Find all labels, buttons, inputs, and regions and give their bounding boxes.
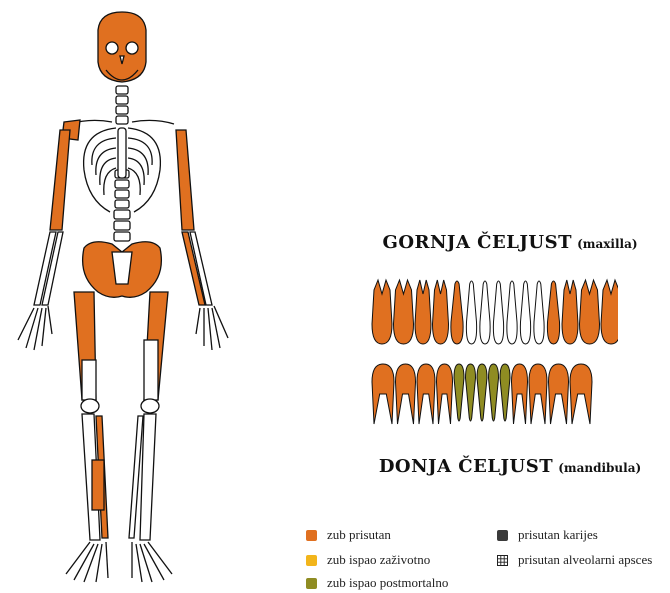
legend-label-present: zub prisutan bbox=[327, 527, 391, 543]
upper-tooth bbox=[507, 281, 517, 344]
lower-tooth bbox=[454, 364, 464, 421]
humerus-right bbox=[176, 130, 194, 230]
lower-tooth bbox=[437, 364, 453, 424]
lower-tooth bbox=[500, 364, 510, 421]
upper-tooth bbox=[415, 280, 431, 344]
legend-item-caries: prisutan karijes bbox=[497, 527, 598, 543]
upper-tooth bbox=[562, 280, 578, 344]
upper-jaw-title-text: GORNJA ČELJUST bbox=[382, 232, 572, 253]
lower-tooth bbox=[477, 364, 487, 421]
lower-teeth-chart bbox=[368, 360, 618, 430]
abscess-grid-icon bbox=[497, 555, 508, 566]
legend-swatch-caries bbox=[497, 530, 508, 541]
sacrum bbox=[112, 252, 132, 284]
upper-tooth bbox=[394, 280, 414, 344]
humerus-left bbox=[50, 130, 70, 230]
lower-tooth bbox=[549, 364, 569, 424]
lower-tooth bbox=[396, 364, 416, 424]
patella-right bbox=[141, 399, 159, 413]
lower-tooth bbox=[417, 364, 435, 424]
upper-tooth bbox=[372, 280, 392, 344]
lower-tooth bbox=[570, 364, 592, 424]
legend-item-lost-antemortem: zub ispao zaživotno bbox=[306, 552, 430, 568]
lower-jaw-latin: (mandibula) bbox=[558, 461, 641, 475]
upper-tooth bbox=[534, 281, 544, 344]
upper-tooth bbox=[601, 280, 618, 344]
legend-item-lost-postmortem: zub ispao postmortalno bbox=[306, 575, 448, 591]
legend-label-abscess: prisutan alveolarni apsces bbox=[518, 552, 652, 568]
foot-left bbox=[66, 542, 108, 582]
lower-tooth bbox=[529, 364, 547, 424]
upper-tooth bbox=[547, 281, 559, 344]
legend-swatch-lost-antemortem bbox=[306, 555, 317, 566]
upper-tooth bbox=[520, 281, 530, 344]
upper-tooth bbox=[466, 281, 476, 344]
lower-tooth bbox=[372, 364, 394, 424]
legend-item-abscess: prisutan alveolarni apsces bbox=[497, 552, 652, 568]
foot-right bbox=[132, 542, 172, 582]
eye-socket-right bbox=[126, 42, 138, 54]
hand-left bbox=[18, 306, 52, 350]
legend-item-present: zub prisutan bbox=[306, 527, 391, 543]
upper-tooth bbox=[580, 280, 600, 344]
legend-label-lost-antemortem: zub ispao zaživotno bbox=[327, 552, 430, 568]
hand-right bbox=[196, 306, 228, 350]
clavicle-right bbox=[132, 120, 174, 124]
eye-socket-left bbox=[106, 42, 118, 54]
lower-tooth bbox=[489, 364, 499, 421]
lower-tooth bbox=[466, 364, 476, 421]
legend-label-caries: prisutan karijes bbox=[518, 527, 598, 543]
patella-left bbox=[81, 399, 99, 413]
upper-tooth bbox=[451, 281, 463, 344]
skeleton-diagram bbox=[0, 0, 250, 593]
lower-jaw-title-text: DONJA ČELJUST bbox=[379, 456, 553, 477]
lower-jaw-title: DONJA ČELJUST (mandibula) bbox=[360, 456, 660, 477]
upper-jaw-title: GORNJA ČELJUST (maxilla) bbox=[360, 232, 660, 253]
upper-tooth bbox=[433, 280, 449, 344]
upper-tooth bbox=[480, 281, 490, 344]
legend-label-lost-postmortem: zub ispao postmortalno bbox=[327, 575, 448, 591]
lower-tooth bbox=[512, 364, 528, 424]
upper-tooth bbox=[493, 281, 503, 344]
legend-swatch-present bbox=[306, 530, 317, 541]
legend-swatch-lost-postmortem bbox=[306, 578, 317, 589]
upper-teeth-chart bbox=[368, 274, 618, 354]
upper-jaw-latin: (maxilla) bbox=[577, 237, 637, 251]
